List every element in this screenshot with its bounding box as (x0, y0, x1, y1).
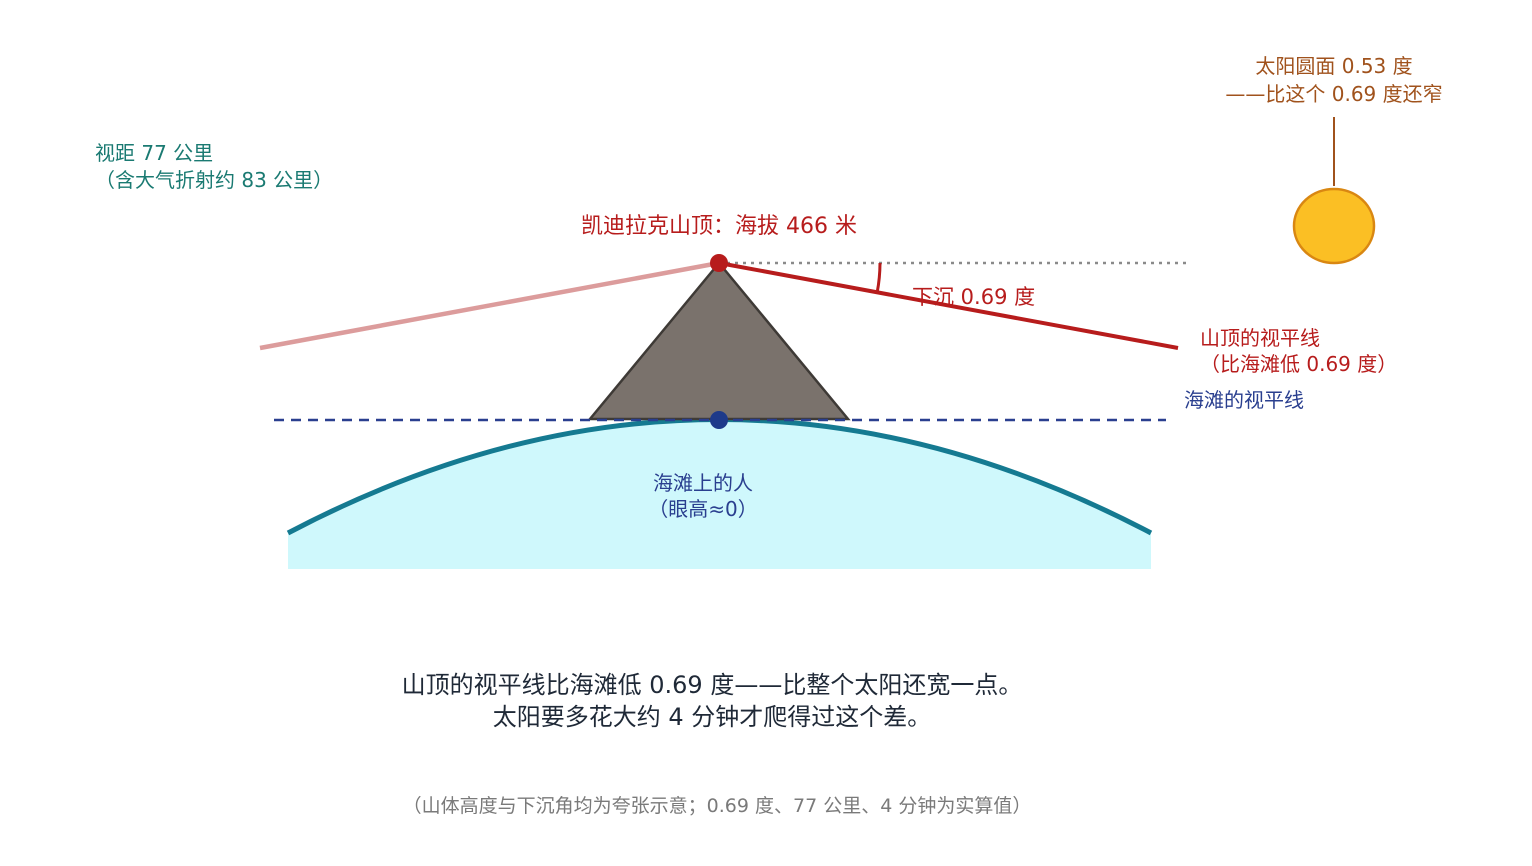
beach-horizon-label: 海滩的视平线 (1184, 388, 1304, 412)
summit-label: 凯迪拉克山顶：海拔 466 米 (581, 214, 857, 239)
view-distance-refraction-label: （含大气折射约 83 公里） (95, 168, 333, 192)
mountain-triangle (587, 261, 851, 421)
earth-surface-fill (288, 419, 1151, 569)
dip-angle-label: 下沉 0.69 度 (912, 285, 1035, 309)
sun-comparison-label: ——比这个 0.69 度还窄 (1225, 82, 1442, 106)
dip-angle-arc (875, 262, 882, 293)
footnote: （山体高度与下沉角均为夸张示意；0.69 度、77 公里、4 分钟为实算值） (403, 795, 1032, 817)
caption-line-2: 太阳要多花大约 4 分钟才爬得过这个差。 (493, 703, 932, 731)
beach-person-eye-height-label: （眼高≈0） (648, 497, 757, 521)
sun-diameter-label: 太阳圆面 0.53 度 (1255, 54, 1412, 78)
summit-horizon-line-right (718, 261, 1179, 350)
summit-horizon-label: 山顶的视平线 (1200, 326, 1320, 350)
summit-horizon-line-left (259, 260, 720, 351)
beach-person-label: 海滩上的人 (653, 471, 753, 495)
view-distance-label: 视距 77 公里 (95, 141, 213, 165)
summit-point (710, 254, 728, 272)
caption-line-1: 山顶的视平线比海滩低 0.69 度——比整个太阳还宽一点。 (402, 671, 1023, 699)
summit-horizon-sublabel: （比海滩低 0.69 度） (1200, 352, 1397, 376)
beach-person-point (710, 411, 728, 429)
sun-disc (1292, 187, 1376, 265)
